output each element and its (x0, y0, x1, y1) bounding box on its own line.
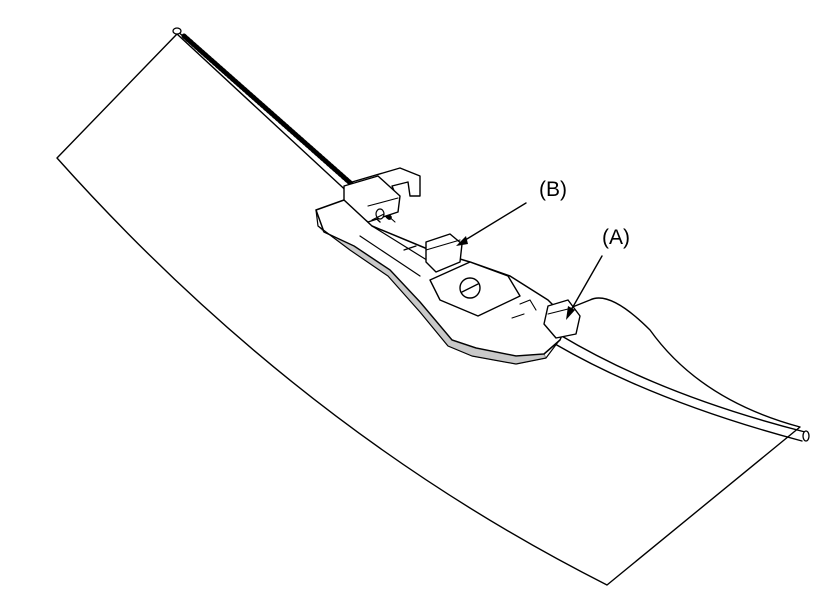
callout-a: (A) (566, 226, 630, 320)
callout-b-arrowhead (456, 236, 468, 246)
zipper-pull-end (172, 27, 182, 35)
callout-b: (B) (456, 178, 567, 246)
callout-a-arrowhead (566, 306, 575, 320)
cord-end (802, 430, 810, 442)
callout-a-label: (A) (602, 226, 630, 249)
callout-b-label: (B) (539, 178, 567, 201)
guide-b-block (425, 233, 463, 273)
presser-foot (315, 167, 581, 365)
piping-cord (554, 334, 810, 442)
